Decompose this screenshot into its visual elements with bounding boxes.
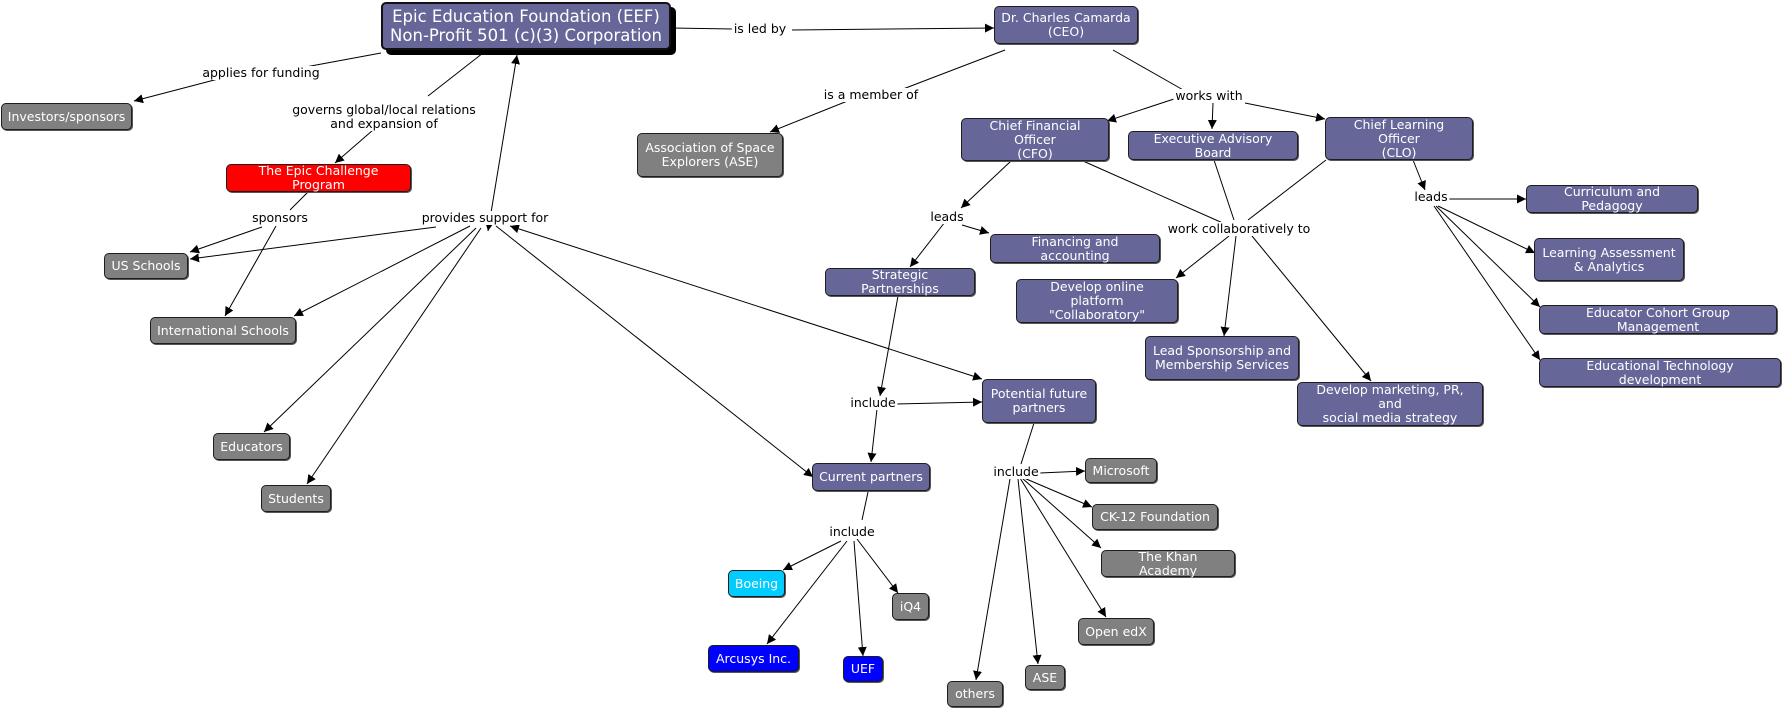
connector-line xyxy=(299,52,382,69)
connector-line xyxy=(1247,159,1327,221)
connector-line xyxy=(1175,235,1230,279)
node-current-partners[interactable]: Current partners xyxy=(812,463,930,491)
connector-line xyxy=(791,23,995,33)
connector-line xyxy=(1251,235,1372,382)
connector-line xyxy=(853,540,867,657)
connector-line xyxy=(509,224,983,381)
label-applies-for-funding: applies for funding xyxy=(200,65,322,80)
label-is-led-by: is led by xyxy=(731,21,789,36)
connector-line xyxy=(485,54,520,232)
node-cfo[interactable]: Chief Financial Officer (CFO) xyxy=(961,118,1109,161)
node-others[interactable]: others xyxy=(947,681,1003,707)
label-include-strategic: include xyxy=(848,395,898,410)
connector-line xyxy=(495,225,814,478)
node-online-platform[interactable]: Develop online platform "Collaboratory" xyxy=(1016,279,1178,323)
connector-line xyxy=(306,227,482,485)
connector-line xyxy=(1412,159,1426,191)
connector-line xyxy=(769,97,856,133)
connector-line xyxy=(889,49,1006,95)
node-arcusys[interactable]: Arcusys Inc. xyxy=(708,645,799,672)
connector-line xyxy=(1082,160,1226,225)
node-ase-association[interactable]: Association of Space Explorers (ASE) xyxy=(637,133,783,177)
label-is-member-of: is a member of xyxy=(821,87,921,102)
label-governs: governs global/local relations and expan… xyxy=(290,102,478,131)
node-iq4[interactable]: iQ4 xyxy=(892,593,929,620)
connector-line xyxy=(1207,102,1217,130)
connector-line xyxy=(867,408,878,463)
node-open-edx[interactable]: Open edX xyxy=(1078,618,1154,645)
label-provides-support: provides support for xyxy=(419,210,551,225)
connector-line xyxy=(1437,205,1536,254)
node-khan-academy[interactable]: The Khan Academy xyxy=(1101,549,1235,577)
connector-line xyxy=(1023,477,1093,508)
node-ase[interactable]: ASE xyxy=(1025,665,1065,690)
label-include-current: include xyxy=(827,524,877,539)
label-leads-clo: leads xyxy=(1412,189,1450,204)
connector-line xyxy=(960,160,1012,209)
node-international-schools[interactable]: International Schools xyxy=(150,317,296,344)
label-work-collaboratively: work collaboratively to xyxy=(1165,221,1313,236)
connector-line xyxy=(1020,422,1035,465)
node-microsoft[interactable]: Microsoft xyxy=(1085,458,1157,483)
node-curriculum[interactable]: Curriculum and Pedagogy xyxy=(1526,185,1698,213)
connector-line xyxy=(224,225,277,317)
node-us-schools[interactable]: US Schools xyxy=(104,253,188,279)
connector-line xyxy=(670,27,734,30)
connector-line xyxy=(293,225,471,317)
connector-line xyxy=(1017,478,1042,665)
node-eef[interactable]: Epic Education Foundation (EEF) Non-Prof… xyxy=(381,2,671,50)
node-uef[interactable]: UEF xyxy=(843,656,883,682)
connector-line xyxy=(895,397,983,407)
label-works-with: works with xyxy=(1173,88,1245,103)
node-ck12[interactable]: CK-12 Foundation xyxy=(1092,504,1218,530)
node-advisory-board[interactable]: Executive Advisory Board xyxy=(1128,131,1298,160)
label-include-potential: include xyxy=(991,464,1041,479)
connector-line xyxy=(289,191,309,211)
connector-line xyxy=(1019,477,1107,618)
connector-line xyxy=(877,295,899,397)
connector-line xyxy=(1213,159,1235,221)
node-financing[interactable]: Financing and accounting xyxy=(990,234,1160,263)
connector-line xyxy=(133,77,223,104)
connector-line xyxy=(782,540,842,571)
connector-line xyxy=(1433,205,1541,361)
node-epic-challenge[interactable]: The Epic Challenge Program xyxy=(226,164,411,192)
connector-line xyxy=(1112,49,1186,92)
node-educator-cohort[interactable]: Educator Cohort Group Management xyxy=(1539,305,1777,334)
label-leads-cfo: leads xyxy=(928,209,966,224)
connector-line xyxy=(973,478,1011,681)
node-learning-assessment[interactable]: Learning Assessment & Analytics xyxy=(1534,238,1684,281)
connector-line xyxy=(1106,97,1178,123)
node-students[interactable]: Students xyxy=(261,485,331,512)
connector-line xyxy=(861,491,869,521)
node-boeing[interactable]: Boeing xyxy=(728,570,785,597)
node-strategic-partnerships[interactable]: Strategic Partnerships xyxy=(825,268,975,296)
connector-line xyxy=(1244,102,1326,122)
connector-line xyxy=(263,227,477,433)
node-lead-sponsorship[interactable]: Lead Sponsorship and Membership Services xyxy=(1145,336,1299,380)
connector-line xyxy=(334,129,374,164)
connector-line xyxy=(189,226,437,263)
connector-line xyxy=(856,538,899,594)
connector-line xyxy=(909,221,946,268)
label-sponsors: sponsors xyxy=(250,210,310,225)
node-edtech[interactable]: Educational Technology development xyxy=(1539,358,1781,387)
connector-line xyxy=(1220,235,1237,337)
node-potential-partners[interactable]: Potential future partners xyxy=(982,379,1096,423)
node-clo[interactable]: Chief Learning Officer (CLO) xyxy=(1325,117,1473,160)
connector-line xyxy=(1021,477,1102,549)
connector-line xyxy=(427,52,484,97)
connector-line xyxy=(766,540,848,645)
node-ceo[interactable]: Dr. Charles Camarda (CEO) xyxy=(994,6,1138,44)
node-educators[interactable]: Educators xyxy=(213,433,290,460)
node-investors[interactable]: Investors/sponsors xyxy=(1,103,132,130)
node-marketing[interactable]: Develop marketing, PR, and social media … xyxy=(1297,382,1483,426)
connector-line xyxy=(961,224,990,235)
connector-line xyxy=(1039,466,1086,476)
connector-line xyxy=(189,226,263,254)
connector-line xyxy=(1435,205,1541,308)
